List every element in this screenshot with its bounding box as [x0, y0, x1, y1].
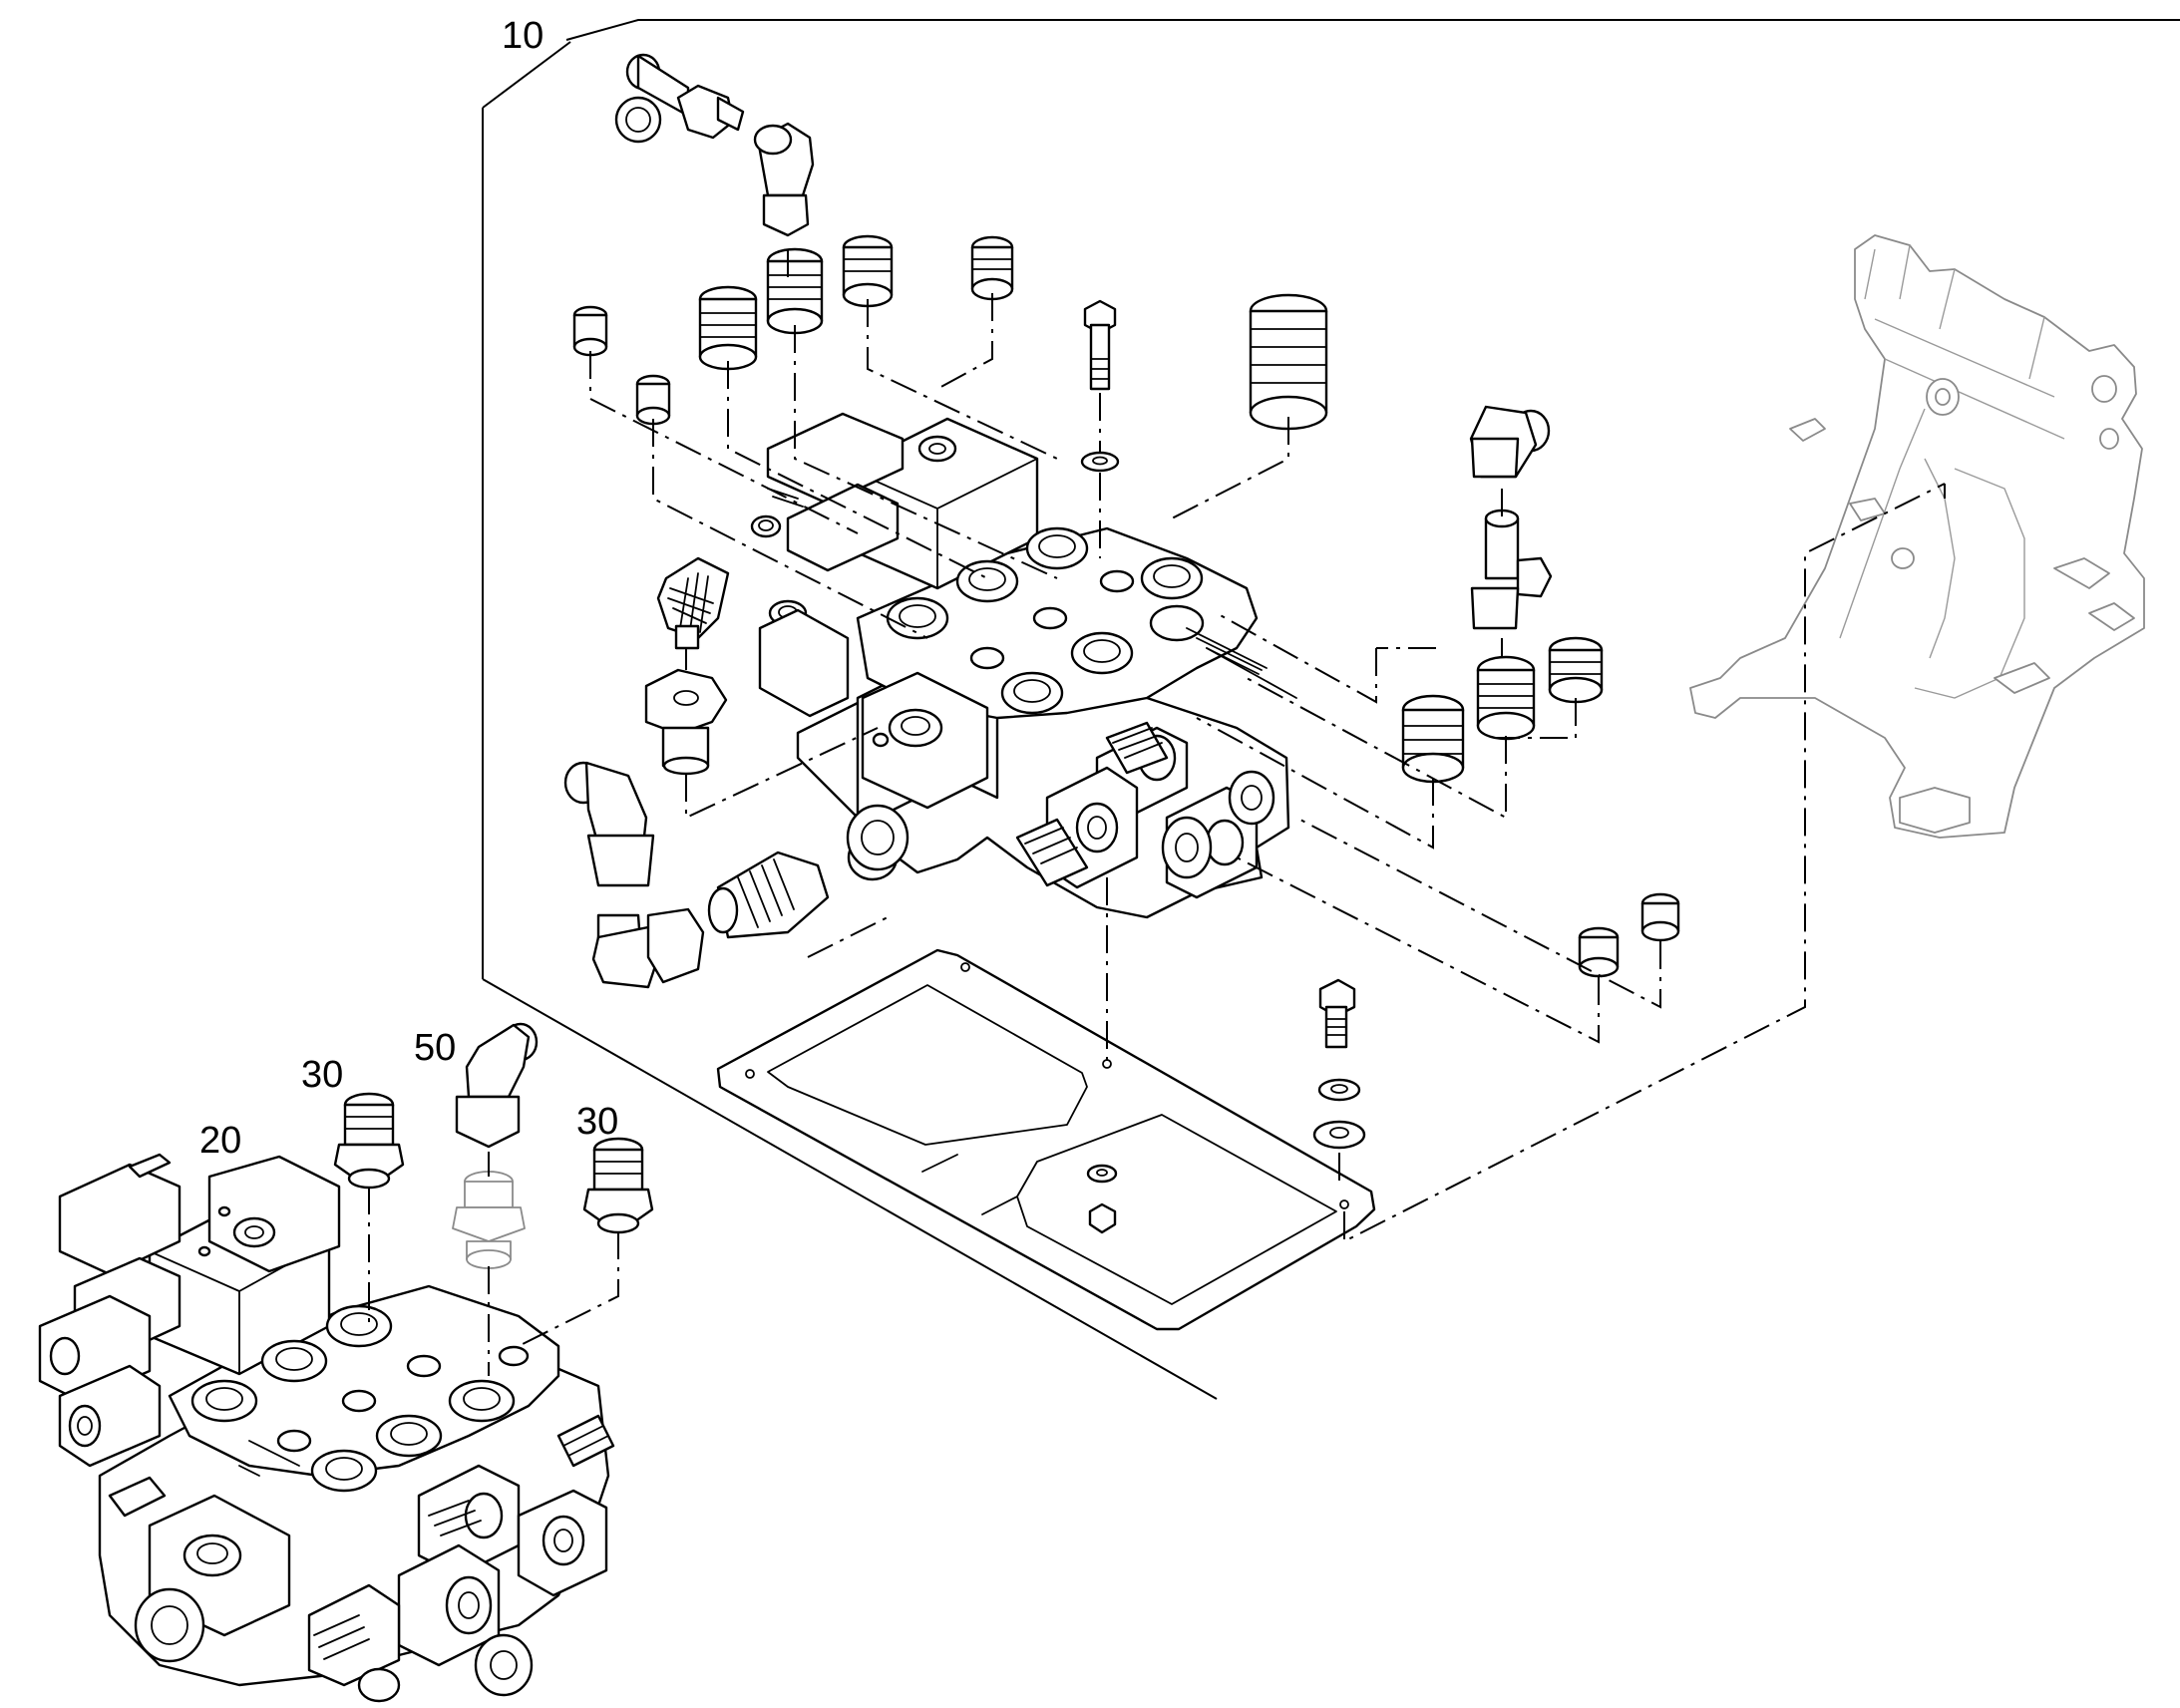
bolt-right [1318, 978, 1356, 1049]
fitting-30-right [582, 1137, 654, 1234]
threaded-fitting-b [842, 234, 894, 308]
threaded-fitting-right-a [1548, 636, 1604, 704]
elbow-50 [455, 1022, 539, 1149]
assembly-10-frame [482, 19, 2180, 1400]
washer-top [1080, 451, 1120, 473]
hex-reducer-left [644, 668, 728, 776]
tee-fitting-right [1470, 509, 1553, 630]
large-threaded-fitting [1249, 293, 1328, 431]
callout-50: 50 [414, 1027, 456, 1069]
fitting-30-left [333, 1092, 405, 1190]
callout-10: 10 [502, 15, 544, 57]
elbow-fitting-right [1469, 405, 1551, 479]
tee-fitting-top [614, 53, 745, 144]
threaded-fitting-a [766, 247, 824, 335]
threaded-fitting-c [970, 235, 1014, 301]
adapter-faint [452, 1171, 526, 1269]
elbow-fitting-lower-left [563, 761, 655, 887]
plug-fitting-right-a [1640, 892, 1680, 942]
callout-30-right: 30 [576, 1101, 618, 1143]
callout-30-left: 30 [301, 1054, 343, 1096]
plug-fitting-left [572, 305, 608, 357]
elbow-fitting-top [753, 122, 815, 237]
plug-fitting-left-2 [635, 374, 671, 426]
main-valve-block [750, 412, 1297, 919]
elbow-fitting-bottom-left [591, 907, 705, 989]
threaded-fitting-right-c [1401, 694, 1465, 784]
gasket-plate [716, 948, 1376, 1331]
knurled-connector [656, 556, 730, 650]
lower-lead-lines [368, 1152, 619, 1376]
valve-assembly-20 [38, 1153, 615, 1703]
loader-frame-drawing [1689, 234, 2145, 839]
quick-coupler [707, 851, 830, 939]
plug-fitting-right-b [1578, 926, 1620, 978]
threaded-fitting-d [698, 285, 758, 371]
washer-right-1 [1317, 1078, 1361, 1102]
bolt-top [1083, 299, 1117, 391]
washer-right-2 [1312, 1120, 1366, 1150]
callout-20: 20 [199, 1120, 241, 1162]
threaded-fitting-right-b [1476, 655, 1536, 741]
nut-washer-center [1086, 1164, 1118, 1234]
lead-lines [589, 249, 1946, 1243]
